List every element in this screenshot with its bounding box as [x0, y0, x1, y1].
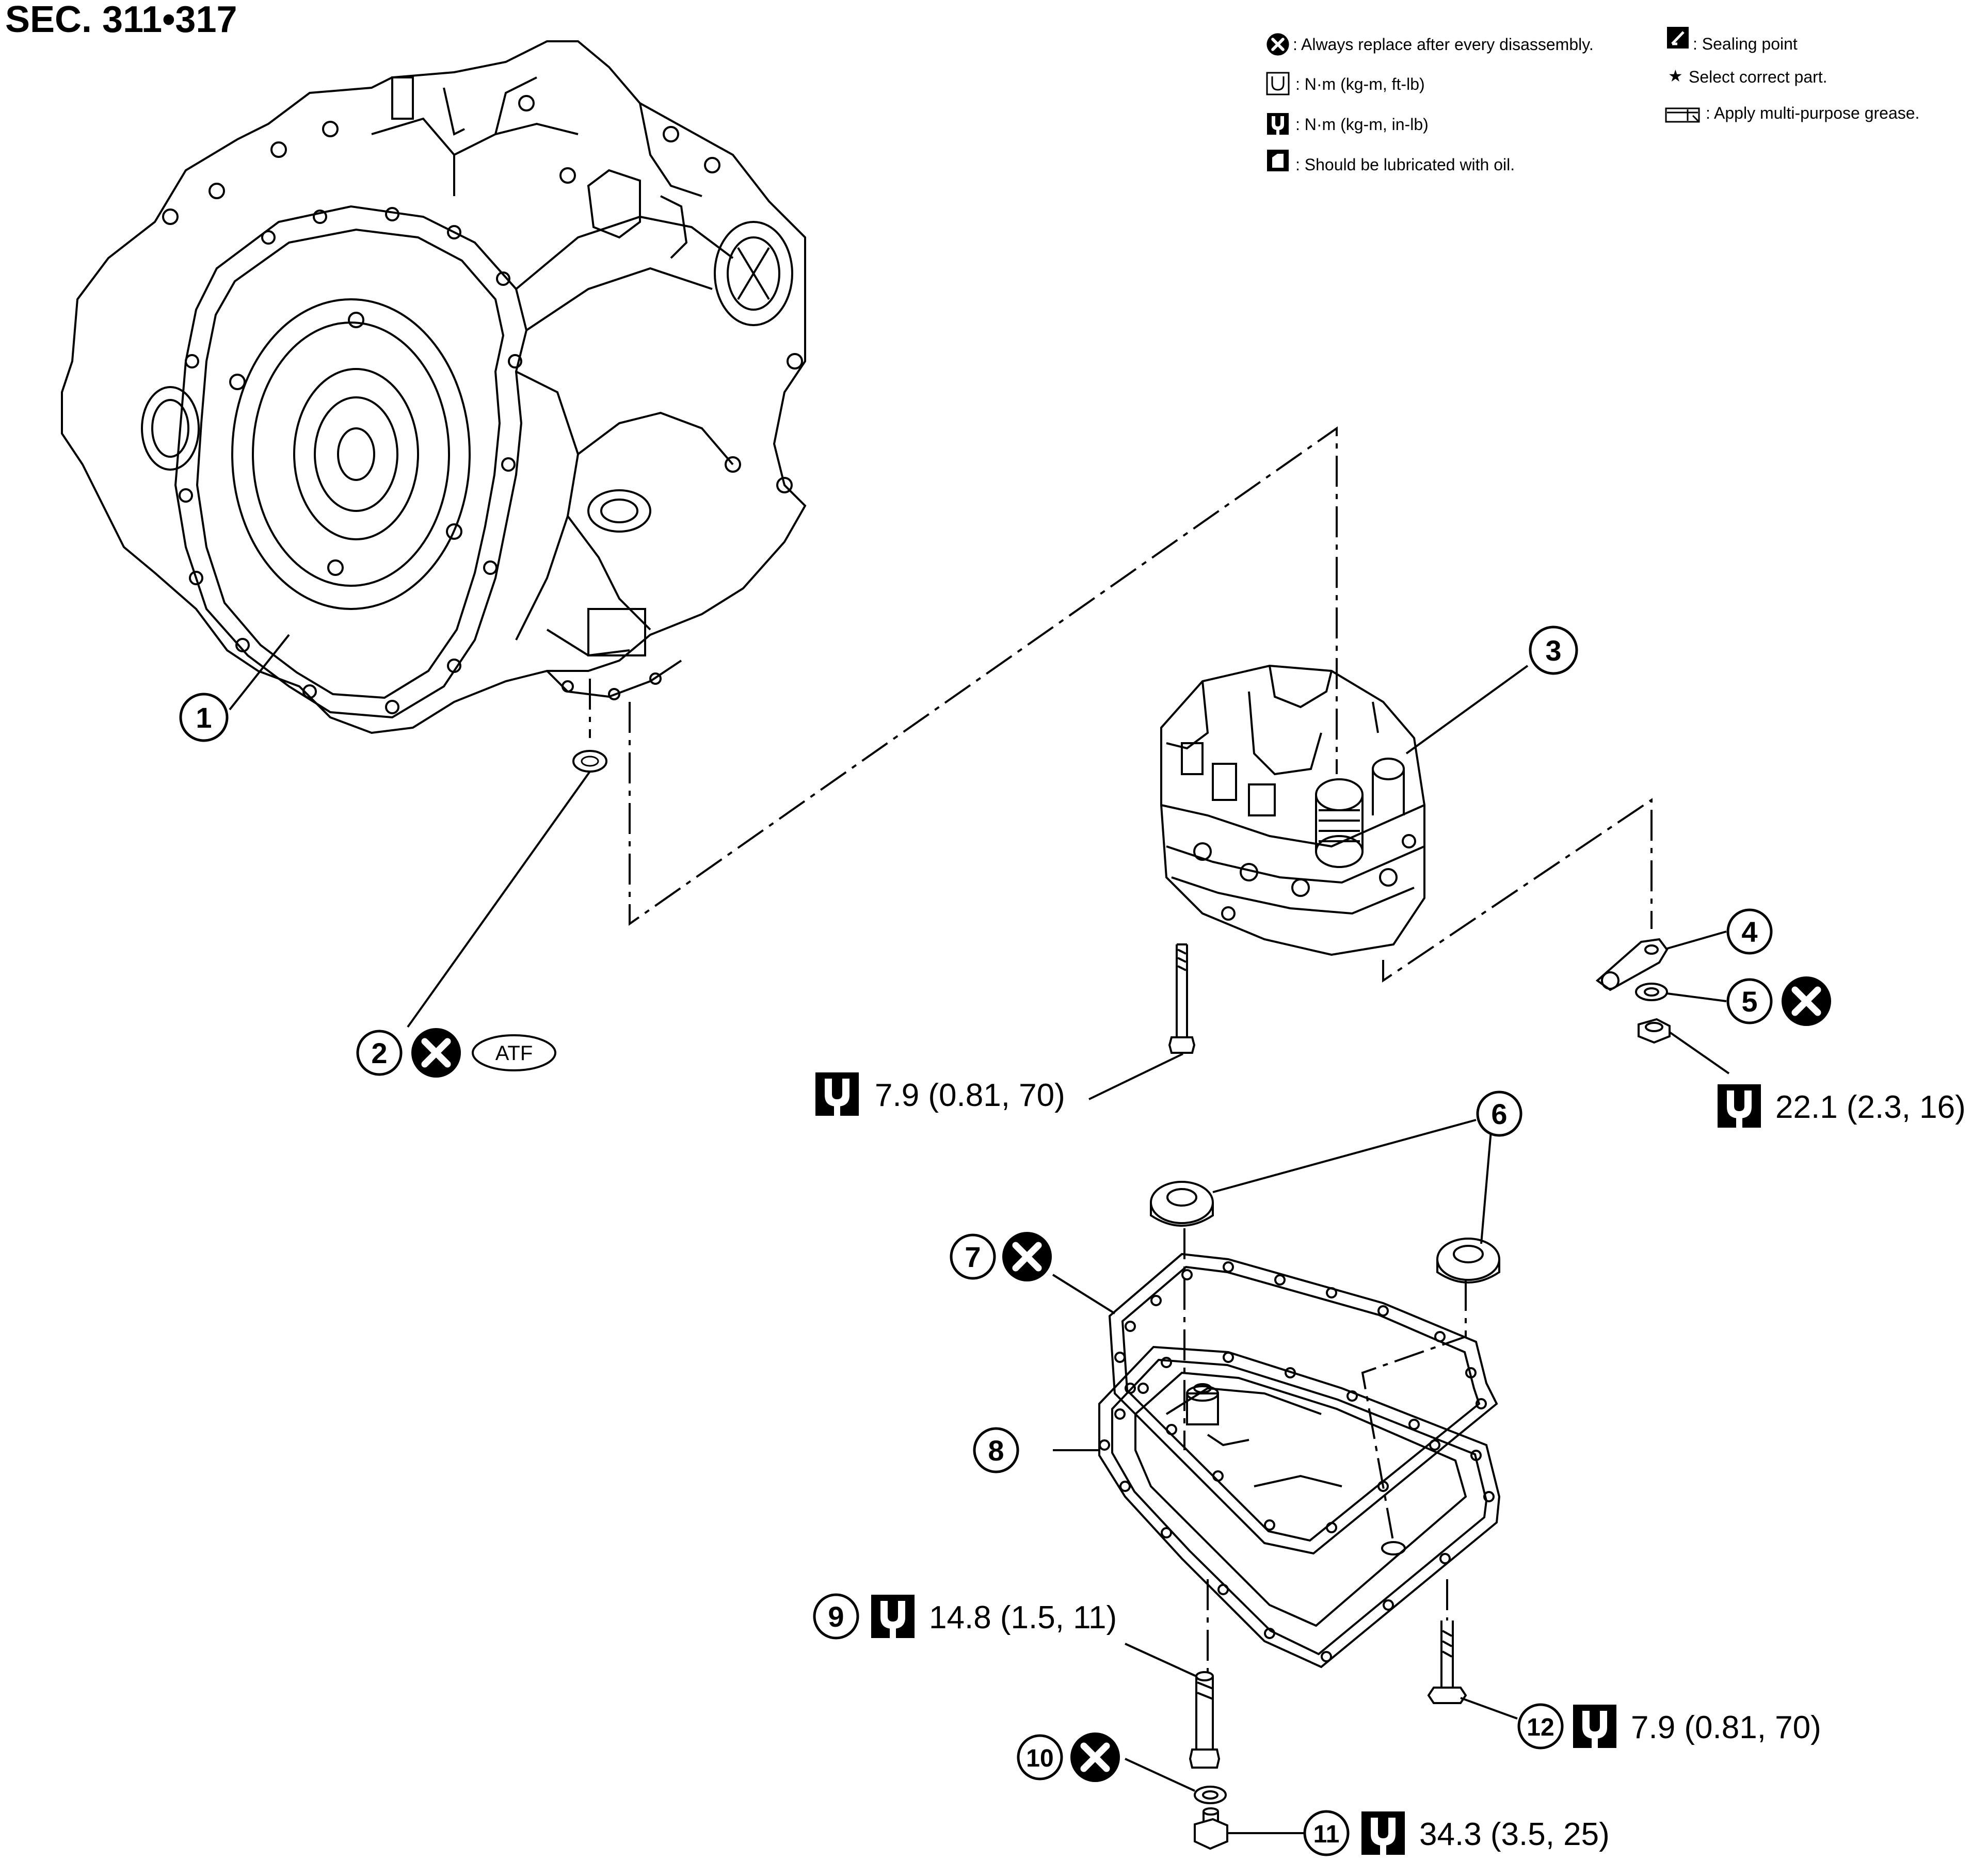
control-valve-part-3	[1160, 664, 1425, 956]
torque-12-text: 7.9 (0.81, 70)	[1631, 1710, 1821, 1745]
callout-3: 3	[1405, 625, 1578, 755]
callout-2: 2 ATF	[356, 1028, 556, 1078]
pan-alignment-lines	[1183, 1228, 1467, 1672]
callout-5-label: 5	[1741, 985, 1757, 1018]
callout-12: 12 7.9 (0.81, 70)	[1517, 1703, 1821, 1750]
section-title: SEC. 311•317	[5, 0, 237, 40]
grease-icon	[1665, 107, 1700, 123]
pan-bolt-part-12	[1427, 1579, 1518, 1720]
callout-8: 8	[973, 1427, 1019, 1473]
legend-replace: : Always replace after every disassembly…	[1293, 35, 1594, 54]
oil-can-icon	[1267, 150, 1289, 171]
callout-9-label: 9	[828, 1600, 844, 1633]
washer-part-5	[1635, 983, 1727, 1002]
star-icon: ★	[1668, 67, 1683, 85]
callout-7-replace-icon	[1002, 1232, 1052, 1281]
torque-nut-text: 22.1 (2.3, 16)	[1775, 1089, 1966, 1125]
torque-12-icon	[1573, 1705, 1616, 1748]
bracket-part-4	[1595, 930, 1727, 991]
callout-4: 4	[1726, 908, 1773, 955]
legend-torque-inlb: : N·m (kg-m, in-lb)	[1295, 115, 1429, 134]
torque-nut-icon	[1718, 1084, 1761, 1128]
legend-lubricate: : Should be lubricated with oil.	[1295, 155, 1515, 174]
oil-pan-part-8	[1053, 1345, 1501, 1669]
callout-4-label: 4	[1741, 916, 1757, 948]
legend-grease: : Apply multi-purpose grease.	[1706, 104, 1919, 122]
magnet-part-6	[1150, 1119, 1500, 1284]
replace-symbol-icon	[1266, 33, 1289, 55]
callout-8-label: 8	[988, 1434, 1004, 1467]
callout-10-label: 10	[1026, 1745, 1053, 1772]
legend-torque-ftlb: : N·m (kg-m, ft-lb)	[1295, 75, 1425, 93]
legend: : Always replace after every disassembly…	[1266, 27, 1919, 174]
callout-5-replace-icon	[1782, 976, 1831, 1026]
gasket-part-10	[1125, 1758, 1227, 1804]
drain-plug-part-11	[1194, 1807, 1305, 1850]
callout-2-label: 2	[371, 1037, 387, 1069]
valve-body-bolt	[1088, 943, 1196, 1100]
o-ring-part-2	[407, 679, 607, 1028]
transaxle-assembly	[61, 40, 807, 734]
nut	[1638, 1018, 1730, 1074]
callout-1: 1	[179, 634, 290, 742]
legend-sealing: : Sealing point	[1693, 35, 1798, 53]
bolt-part-9	[1125, 1643, 1221, 1769]
torque-nut: 22.1 (2.3, 16)	[1718, 1084, 1966, 1128]
callout-7-label: 7	[965, 1241, 981, 1273]
sealing-point-icon	[1667, 27, 1689, 49]
callout-12-label: 12	[1527, 1714, 1554, 1741]
callout-7: 7	[950, 1232, 1052, 1281]
torque-11-icon	[1361, 1811, 1405, 1855]
torque-inlb-icon	[1267, 113, 1289, 135]
torque-valve-body-bolt: 7.9 (0.81, 70)	[815, 1072, 1065, 1116]
callout-3-label: 3	[1545, 634, 1561, 667]
callout-6-label: 6	[1491, 1098, 1507, 1130]
atf-badge	[472, 1034, 556, 1071]
atf-label: ATF	[495, 1042, 533, 1065]
oil-pan-gasket-part-7	[1052, 1253, 1498, 1555]
torque-9-icon	[871, 1595, 915, 1638]
legend-select: Select correct part.	[1689, 68, 1827, 86]
callout-1-label: 1	[196, 701, 212, 734]
torque-valve-bolt-icon	[815, 1072, 859, 1116]
torque-9-text: 14.8 (1.5, 11)	[929, 1600, 1117, 1635]
callout-6: 6	[1476, 1090, 1522, 1137]
callout-5: 5	[1726, 976, 1831, 1026]
callout-11: 11 34.3 (3.5, 25)	[1303, 1810, 1610, 1856]
torque-11-text: 34.3 (3.5, 25)	[1419, 1817, 1610, 1852]
torque-valve-bolt-text: 7.9 (0.81, 70)	[875, 1078, 1065, 1113]
alignment-lines	[629, 426, 1653, 983]
callout-9: 9 14.8 (1.5, 11)	[813, 1593, 1117, 1640]
callout-10: 10	[1017, 1732, 1120, 1782]
callout-10-replace-icon	[1070, 1732, 1120, 1782]
callout-11-label: 11	[1313, 1821, 1340, 1848]
callout-2-replace-icon	[411, 1028, 461, 1078]
